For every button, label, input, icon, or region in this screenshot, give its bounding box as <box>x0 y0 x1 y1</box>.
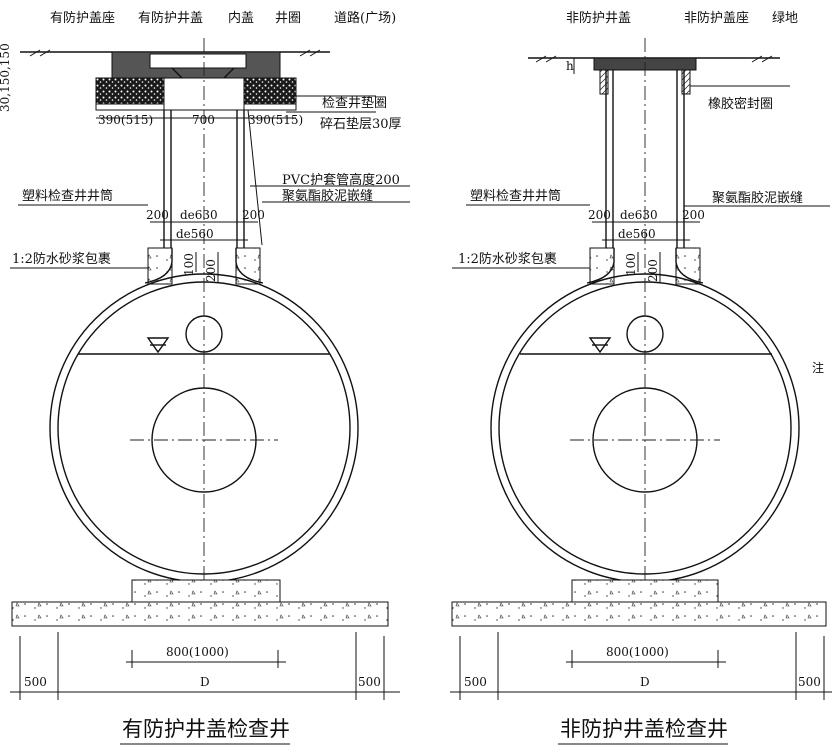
left-dim-de1: de630 <box>180 208 218 222</box>
left-label-cover: 有防护井盖 <box>138 10 203 26</box>
left-ground-hatch <box>29 49 321 57</box>
left-label-pipe: 塑料检查井井筒 <box>22 188 113 204</box>
left-label-pad-ring: 检查井垫圈 <box>322 95 387 111</box>
left-dim-de2: de560 <box>176 227 214 241</box>
left-dim-base-w: 800(1000) <box>166 645 229 659</box>
left-seal-line <box>247 109 263 246</box>
left-base-slab <box>11 601 389 627</box>
right-dim-D: D <box>640 675 650 689</box>
left-title: 有防护井盖检查井 <box>122 717 290 741</box>
right-rubber-seal-r <box>681 69 691 95</box>
right-label-green: 绿地 <box>772 11 798 26</box>
left-label-pvc: PVC护套管高度200 <box>282 172 400 188</box>
right-dim-off-right: 500 <box>798 675 821 689</box>
right-label-rubber: 橡胶密封圈 <box>708 96 773 112</box>
left-label-inner-cover: 内盖 <box>228 10 254 26</box>
right-label-cover: 非防护井盖 <box>566 10 631 26</box>
right-label-pipe: 塑料检查井井筒 <box>470 188 561 204</box>
left-cover-shape <box>149 53 247 69</box>
left-label-cover-seat: 有防护盖座 <box>50 10 115 26</box>
right-manhole-section <box>450 38 832 700</box>
left-dim-v1: 100 <box>182 253 196 276</box>
left-label-seal: 聚氨酯胶泥嵌缝 <box>282 188 373 204</box>
right-dim-off-left: 500 <box>464 675 487 689</box>
left-base-pad <box>131 579 281 603</box>
right-dim-h: h <box>566 59 574 73</box>
right-dim-v2: 200 <box>646 259 660 282</box>
right-dim-v1: 100 <box>624 253 638 276</box>
left-dim-w-left: 390(515) <box>98 113 153 127</box>
right-dim-d-right: 200 <box>682 208 705 222</box>
right-labels: 非防护井盖 非防护盖座 绿地 h 橡胶密封圈 聚氨酯胶泥嵌缝 塑料检查井井筒 2… <box>458 10 824 745</box>
left-label-ring: 井圈 <box>275 11 301 26</box>
right-dim-de1: de630 <box>620 208 658 222</box>
right-rubber-seal-l <box>599 69 609 95</box>
right-dim-d-left: 200 <box>588 208 611 222</box>
right-dim-de2: de560 <box>618 227 656 241</box>
left-label-road: 道路(广场) <box>334 10 396 26</box>
left-dim-w-right: 390(515) <box>248 113 303 127</box>
left-dim-d-left: 200 <box>146 208 169 222</box>
note-label: 注 <box>812 360 824 375</box>
right-dim-base-w: 800(1000) <box>606 645 669 659</box>
right-title: 非防护井盖检查井 <box>560 717 728 741</box>
left-label-gravel: 碎石垫层30厚 <box>320 116 402 132</box>
left-manhole-section <box>10 38 410 700</box>
left-dim-v2: 200 <box>204 259 218 282</box>
right-ground-hatch <box>535 55 773 63</box>
left-labels: 有防护盖座 有防护井盖 内盖 井圈 道路(广场) 30,150,150 检查井垫… <box>0 10 402 745</box>
left-neck-l <box>144 248 173 284</box>
right-base-pad <box>571 579 719 603</box>
left-dim-D: D <box>200 675 210 689</box>
right-label-cover-seat: 非防护盖座 <box>684 10 749 26</box>
left-label-mortar: 1:2防水砂浆包裹 <box>12 251 111 267</box>
left-dim-off-left: 500 <box>24 675 47 689</box>
left-dim-off-right: 500 <box>358 675 381 689</box>
right-label-mortar: 1:2防水砂浆包裹 <box>458 251 557 267</box>
left-dim-w-mid: 700 <box>192 113 215 127</box>
right-label-seal: 聚氨酯胶泥嵌缝 <box>712 190 803 206</box>
left-dim-d-right: 200 <box>242 208 265 222</box>
right-base-slab <box>451 601 827 627</box>
left-neck-r <box>235 248 264 284</box>
left-dim-vertical: 30,150,150 <box>0 43 12 112</box>
